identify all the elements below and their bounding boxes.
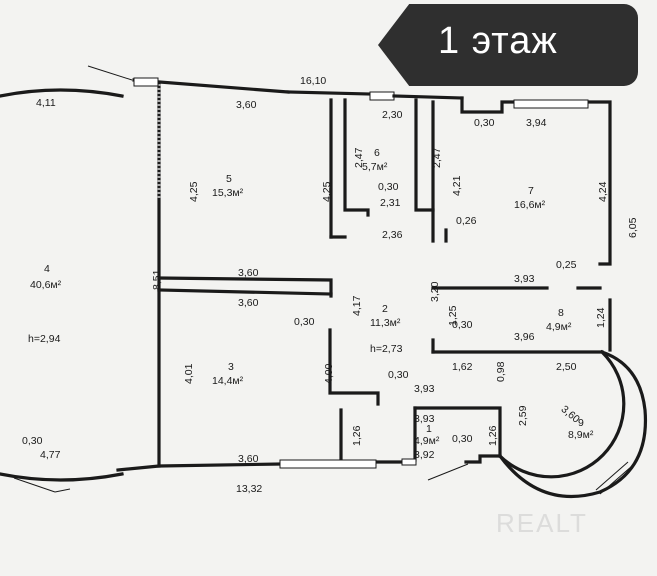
dim-r6-bottom: 2,31 [380, 197, 401, 209]
room6-area: 5,7м² [362, 161, 388, 173]
dim-r4-gap: 0,30 [22, 435, 43, 447]
window-room9 [595, 461, 629, 491]
dim-r2-gap2: 0,30 [452, 319, 473, 331]
dim-r3-bottom: 3,60 [238, 453, 259, 465]
dim-r3-right: 4,00 [323, 363, 335, 384]
room2-area: 11,3м² [370, 317, 401, 329]
dim-r3-top: 3,60 [238, 297, 259, 309]
room4-arc-top [0, 88, 124, 98]
dim-outer-right: 6,05 [627, 217, 639, 238]
dim-r9-left: 2,59 [517, 405, 529, 426]
dim-r7-gap: 0,30 [474, 117, 495, 129]
wall-top-segment [392, 94, 464, 100]
watermark: REALT [496, 508, 588, 538]
dim-bottom-total: 13,32 [236, 483, 262, 495]
dim-r2-b: 0,98 [495, 361, 507, 382]
room4-area: 40,6м² [30, 279, 62, 291]
dim-r8-gap: 0,25 [556, 259, 577, 271]
window-bottom-small [401, 458, 417, 466]
dim-r2-a: 1,62 [452, 361, 473, 373]
window-bottom [279, 459, 377, 469]
dim-r1-top: 3,93 [414, 383, 435, 395]
dim-r6-right: 2,47 [431, 147, 443, 168]
room8-area: 4,9м² [546, 321, 572, 333]
room9-arc-outer [497, 349, 648, 499]
wall-bottom-right [464, 454, 502, 464]
room4-height: h=2,94 [28, 333, 61, 345]
room8-num: 8 [558, 307, 564, 319]
dim-r1-left: 1,26 [351, 425, 363, 446]
dim-r7-top: 3,94 [526, 117, 547, 129]
dim-r5-top: 3,60 [236, 99, 257, 111]
dim-r4-top: 4,11 [36, 97, 56, 109]
window-top-room6 [369, 91, 395, 101]
dim-r9-top: 2,50 [556, 361, 577, 373]
window-top-left [133, 77, 159, 87]
wall-top-segment [286, 90, 372, 96]
room5-num: 5 [226, 173, 232, 185]
dim-r2-gap: 1,25 [447, 305, 459, 326]
dim-r3-gap: 0,30 [294, 316, 315, 328]
dim-r3-left: 4,01 [183, 363, 195, 384]
dim-r4-height: 8,51 [151, 269, 163, 290]
room3-area: 14,4м² [212, 375, 244, 387]
dim-r4-bottom: 4,77 [40, 449, 61, 461]
room6-num: 6 [374, 147, 380, 159]
dim-r7-right: 4,24 [597, 181, 609, 202]
wall-room5-bottom [157, 276, 333, 298]
wall-room6 [414, 98, 435, 212]
wall-room6 [343, 98, 370, 217]
dim-r2-c: 0,30 [388, 369, 409, 381]
dim-r1-bottom: 3,92 [414, 449, 435, 461]
room9-area: 8,9м² [568, 429, 594, 441]
wall-room3-right [328, 328, 380, 406]
window-room7 [513, 99, 589, 109]
wall-bottom [116, 462, 282, 472]
dim-r6-sub: 2,36 [382, 229, 403, 241]
wall-room3-top [157, 288, 333, 296]
room1-area: 4,9м² [414, 435, 440, 447]
dim-r1-right: 1,26 [487, 425, 499, 446]
wall-room1-top [413, 406, 502, 458]
dim-r8-bottom: 3,96 [514, 331, 535, 343]
room4-gap-line [13, 477, 56, 493]
dim-r8-top: 3,93 [514, 273, 535, 285]
dim-r1-w: 3,93 [414, 413, 435, 425]
room7-num: 7 [528, 185, 534, 197]
room3-num: 3 [228, 361, 234, 373]
dim-r6-niche: 0,30 [378, 181, 399, 193]
dim-r6-width: 2,30 [382, 109, 403, 121]
room1-num: 1 [426, 423, 432, 435]
dim-r6-left: 2,47 [353, 147, 365, 168]
floor-badge-label: 1 этаж [438, 20, 558, 62]
dim-top-total: 16,10 [300, 75, 326, 87]
wall-top [132, 78, 290, 94]
room4-arc-bottom [0, 472, 124, 482]
dim-r1-gap: 0,30 [452, 433, 473, 445]
room7-area: 16,6м² [514, 199, 546, 211]
dim-r2-left: 4,17 [351, 295, 363, 316]
wall-room7-top [460, 96, 612, 266]
dim-r2-upper: 3,20 [429, 281, 441, 302]
dim-r8-right: 1,24 [595, 307, 607, 328]
dim-r7-left: 4,21 [451, 175, 463, 196]
dim-r5-diag: 4,25 [188, 181, 200, 202]
room4-num: 4 [44, 263, 50, 275]
window-room9 [599, 465, 633, 495]
ext-line [427, 463, 469, 481]
dim-r7-niche: 0,26 [456, 215, 477, 227]
dim-r5-bottom: 3,60 [238, 267, 259, 279]
room9-num: 9 [578, 417, 584, 429]
room4-gap-line [54, 488, 71, 493]
dim-r5-right: 4,25 [321, 181, 333, 202]
room2-height: h=2,73 [370, 343, 403, 355]
room2-num: 2 [382, 303, 388, 315]
ext-line [87, 65, 133, 81]
room9-arc [497, 349, 626, 479]
room5-area: 15,3м² [212, 187, 244, 199]
floor-badge [378, 4, 638, 86]
